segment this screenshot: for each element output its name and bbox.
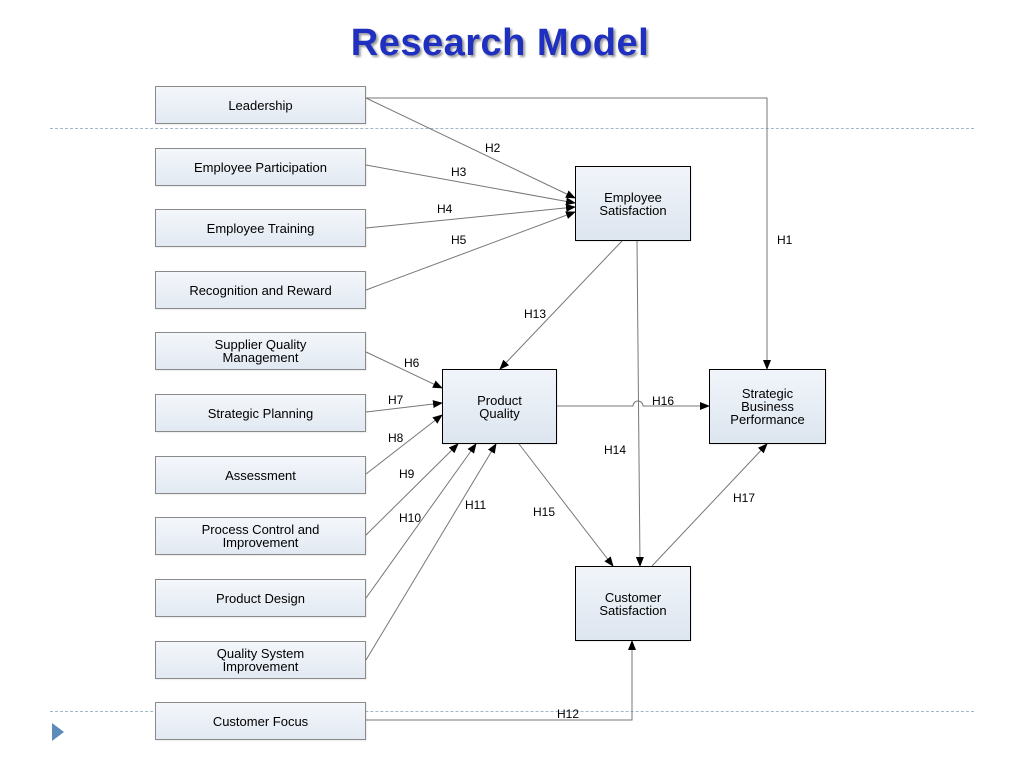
arrow-h4 [365,203,576,229]
label-h15: H15 [533,505,556,519]
arrow-h10 [365,443,477,599]
arrow-h11 [365,443,497,661]
arrow-h1 [366,97,771,370]
arrow-h12 [366,640,636,721]
arrow-h7 [365,400,443,413]
label-h6: H6 [404,356,420,370]
arrow-h16 [557,400,710,410]
arrow-h14 [635,240,644,567]
arrow-h9 [365,443,459,536]
arrow-h3 [365,164,576,206]
box-recognition-reward: Recognition and Reward [155,271,366,309]
page-title: Research Model [350,22,650,64]
arrow-h15 [518,443,614,567]
arrow-h5 [365,211,576,291]
label-h5: H5 [451,233,467,247]
box-customer-satisfaction: Customer Satisfaction [575,566,691,641]
box-strategic-business-performance: Strategic Business Performance [709,369,826,444]
label-h14: H14 [604,443,627,457]
label-h11: H11 [465,498,487,512]
label-h4: H4 [437,202,453,216]
box-employee-participation: Employee Participation [155,148,366,186]
box-employee-satisfaction: Employee Satisfaction [575,166,691,241]
box-product-quality: Product Quality [442,369,557,444]
label-h7: H7 [388,393,404,407]
box-assessment: Assessment [155,456,366,494]
arrow-h2 [365,97,576,199]
label-h8: H8 [388,431,404,445]
arrow-h6 [365,351,443,389]
label-h13: H13 [524,307,547,321]
box-customer-focus: Customer Focus [155,702,366,740]
box-leadership: Leadership [155,86,366,124]
label-h9: H9 [399,467,415,481]
box-employee-training: Employee Training [155,209,366,247]
label-h3: H3 [451,165,467,179]
box-quality-system-improvement: Quality System Improvement [155,641,366,679]
arrow-h13 [499,240,623,370]
arrow-h17 [651,443,768,567]
label-h12: H12 [557,707,580,721]
box-supplier-quality-management: Supplier Quality Management [155,332,366,370]
label-h1: H1 [777,233,793,247]
label-h10: H10 [399,511,422,525]
play-triangle-icon[interactable] [52,723,64,741]
label-h17: H17 [733,491,756,505]
top-divider [50,128,974,129]
label-h2: H2 [485,141,501,155]
label-h16: H16 [652,394,675,408]
box-process-control: Process Control and Improvement [155,517,366,555]
box-product-design: Product Design [155,579,366,617]
box-strategic-planning: Strategic Planning [155,394,366,432]
arrow-h8 [365,414,443,475]
bottom-divider [50,711,974,712]
